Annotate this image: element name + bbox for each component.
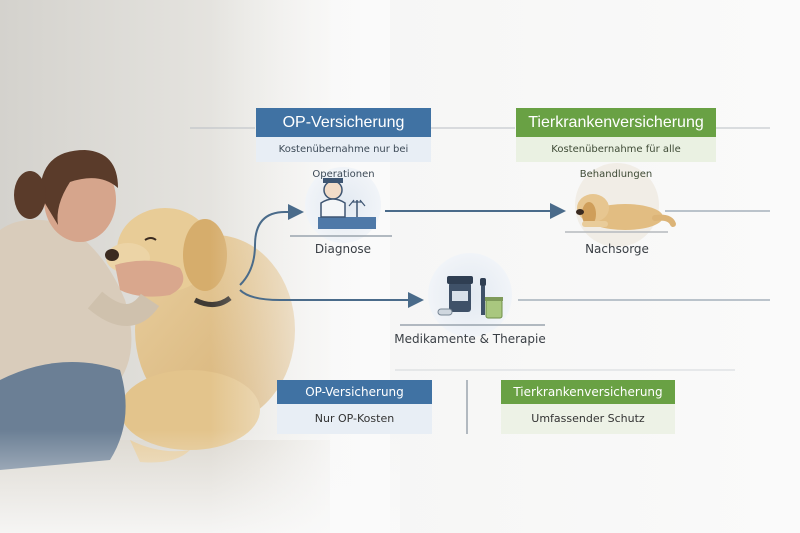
veterinarian-at-desk-icon	[290, 167, 392, 243]
tierkrankenversicherung-summary-text: Umfassender Schutz	[501, 404, 675, 434]
op-versicherung-summary-title: OP-Versicherung	[277, 380, 432, 404]
tierkrankenversicherung-header-box: Tierkrankenversicherung Kostenübernahme …	[516, 108, 716, 180]
op-versicherung-summary-box: OP-Versicherung Nur OP-Kosten	[277, 380, 432, 434]
medicine-bottles-icon	[400, 253, 545, 337]
resting-dog-icon	[565, 163, 676, 247]
tierkrankenversicherung-title: Tierkrankenversicherung	[516, 108, 716, 137]
photo-bottom-fade	[0, 430, 400, 533]
node-label-medikamente: Medikamente & Therapie	[394, 332, 546, 346]
tierkrankenversicherung-summary-title: Tierkrankenversicherung	[501, 380, 675, 404]
op-versicherung-title: OP-Versicherung	[256, 108, 431, 137]
tierkrankenversicherung-subtitle: Kostenübernahme für alle Behandlungen	[516, 137, 716, 180]
connector-to-medikamente	[239, 289, 424, 308]
op-versicherung-header-box: OP-Versicherung Kostenübernahme nur bei …	[256, 108, 431, 180]
op-versicherung-summary-text: Nur OP-Kosten	[277, 404, 432, 434]
op-versicherung-subtitle: Kostenübernahme nur bei Operationen	[256, 137, 431, 180]
tierkrankenversicherung-summary-box: Tierkrankenversicherung Umfassender Schu…	[501, 380, 675, 434]
node-label-diagnose: Diagnose	[314, 242, 372, 256]
connector-to-diagnose	[239, 204, 304, 286]
node-label-nachsorge: Nachsorge	[585, 242, 649, 256]
